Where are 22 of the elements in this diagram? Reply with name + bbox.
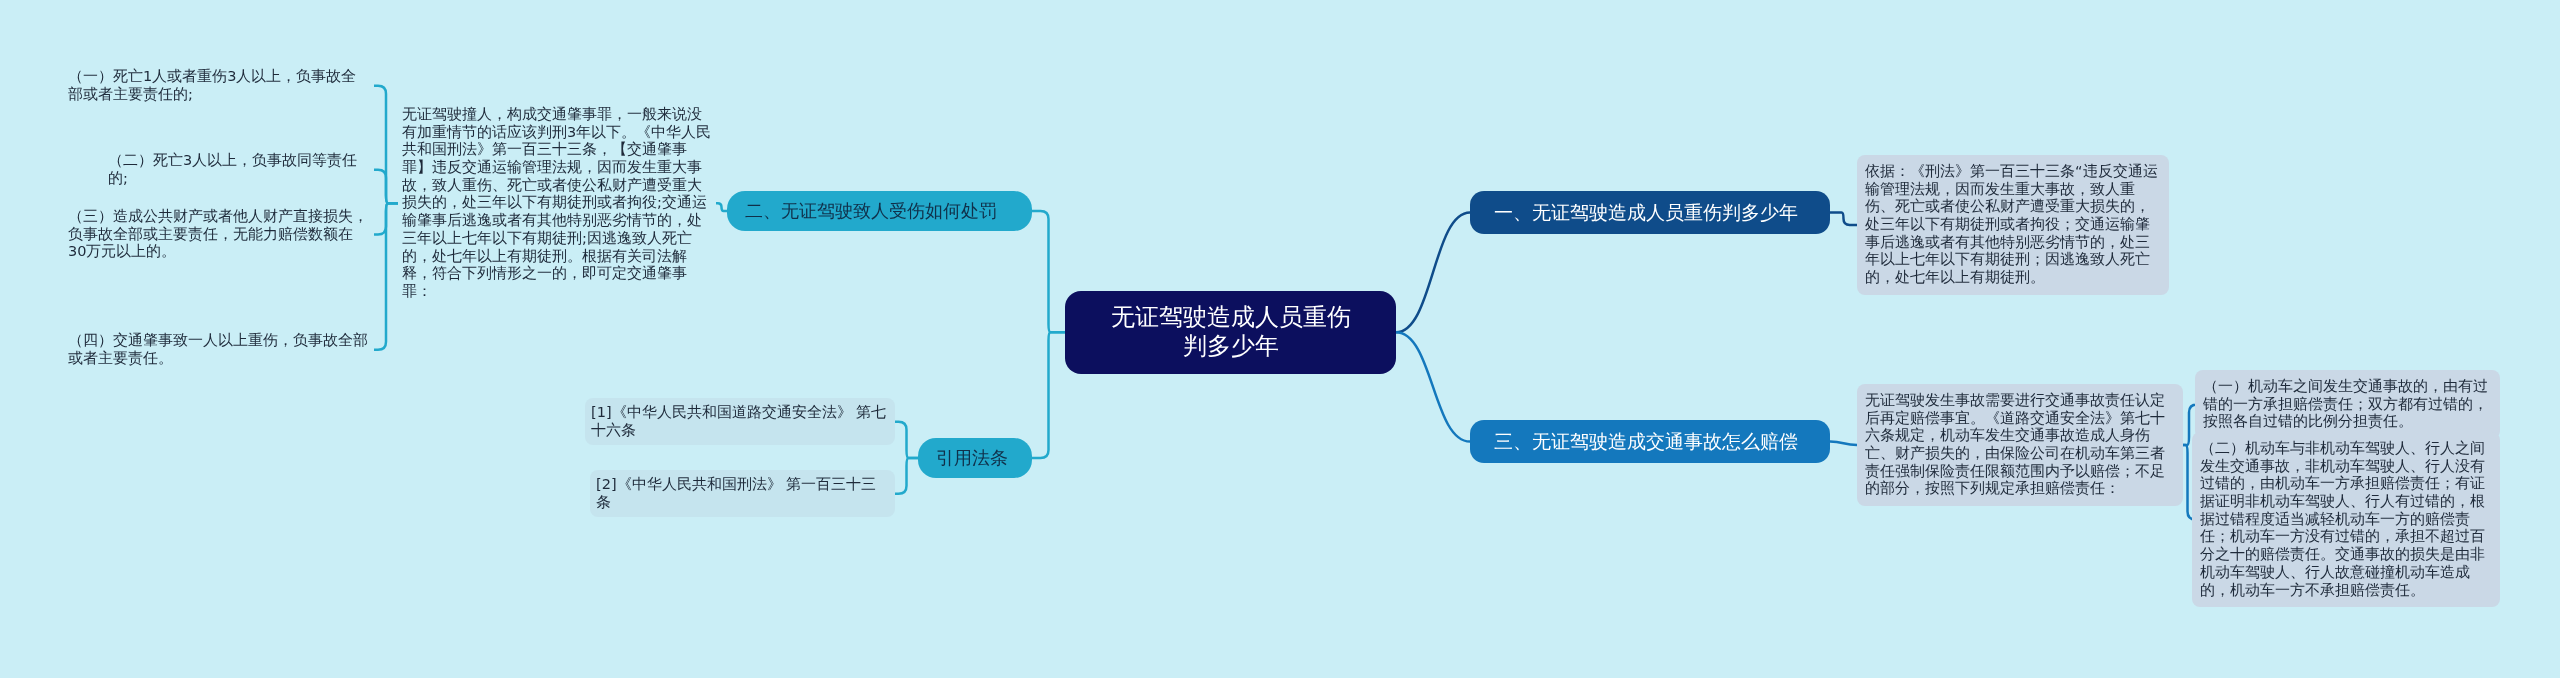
note-text: （四）交通肇事致一人以上重伤，负事故全部或者主要责任。 (64, 330, 374, 370)
reference-box: [1]《中华人民共和国道路交通安全法》 第七十六条 (585, 398, 895, 446)
note-text: （一）死亡1人或者重伤3人以上，负事故全部或者主要责任的; (64, 66, 374, 106)
connector (1829, 440, 1858, 447)
branch-topic: 二、无证驾驶致人受伤如何处罚 (727, 191, 1032, 231)
branch-topic: 三、无证驾驶造成交通事故怎么赔偿 (1470, 420, 1830, 464)
branch-topic: 引用法条 (918, 438, 1032, 478)
connector (374, 202, 398, 351)
note-box: （二）机动车与非机动车驾驶人、行人之间发生交通事故，非机动车驾驶人、行人没有过错的，由机动车一方承担赔偿责任；有证据证明非机动车驾驶人、行人有过错的，根据过错程度适当减轻机动车一方的赔偿责任；机动车一方没有过错的，承担不超过百分之十的赔偿责任。交通事故的损失是由非机动车驾驶人、行人故意碰撞机动车造成的，机动车一方不承担赔偿责任。 (2192, 432, 2500, 608)
connector (1395, 331, 1471, 443)
note-text: 无证驾驶撞人，构成交通肇事罪，一般来说没有加重情节的话应该判刑3年以下。《中华人民共和国刑法》第一百三十三条，【交通肇事罪】违反交通运输管理法规，因而发生重大事故，致人重伤、死亡或者使公私财产遭受重大损失的，处三年以下有期徒刑或者拘役;交通运输肇事后逃逸或者有其他特别恶劣情节的，处三年以上七年以下有期徒刑;因逃逸致人死亡的，处七年以上有期徒刑。根据有关司法解释，符合下列情形之一的，即可定交通肇事罪： (398, 104, 716, 303)
connector (715, 202, 727, 213)
connector (895, 456, 918, 495)
note-text: （二）死亡3人以上，负事故同等责任的; (104, 150, 374, 190)
reference-box: [2]《中华人民共和国刑法》 第一百三十三条 (590, 470, 895, 518)
branch-topic: 一、无证驾驶造成人员重伤判多少年 (1470, 191, 1830, 235)
note-text: （三）造成公共财产或者他人财产直接损失，负事故全部或主要责任，无能力赔偿数额在30万元以上的。 (64, 206, 374, 264)
connector (1830, 211, 1857, 227)
connector (1032, 331, 1065, 460)
note-box: 依据：《刑法》第一百三十三条“违反交通运输管理法规，因而发生重大事故，致人重伤、死亡或者使公私财产遭受重大损失的，处三年以下有期徒刑或者拘役；交通运输肇事后逃逸或者有其他特别恶劣情节的，处三年以上七年以下有期徒刑；因逃逸致人死亡的，处七年以上有期徒刑。 (1857, 155, 2169, 295)
note-box: 无证驾驶发生事故需要进行交通事故责任认定后再定赔偿事宜。《道路交通安全法》第七十六条规定，机动车发生交通事故造成人身伤亡、财产损失的，由保险公司在机动车第三者责任强制保险责任限额范围内予以赔偿；不足的部分，按照下列规定承担赔偿责任： (1857, 384, 2183, 507)
central-topic: 无证驾驶造成人员重伤判多少年 (1065, 291, 1396, 374)
